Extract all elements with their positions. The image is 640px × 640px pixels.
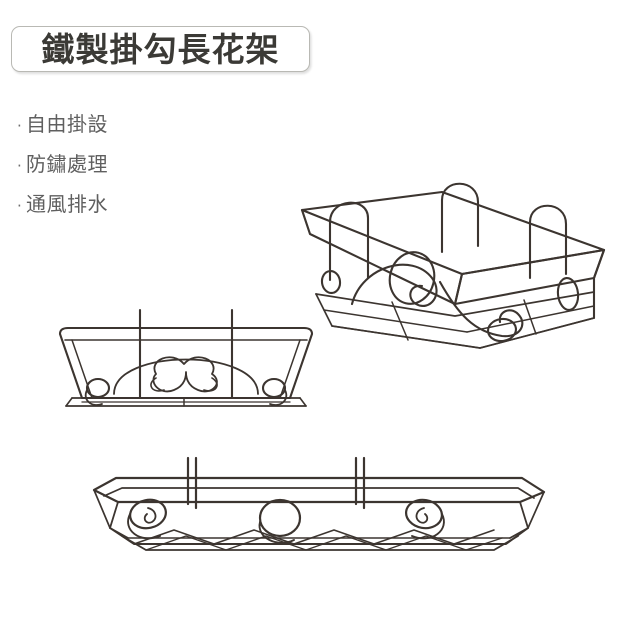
- bullet-dot-icon: ·: [17, 117, 22, 135]
- feature-label: 防鏽處理: [26, 152, 108, 176]
- feature-list: · 自由掛設 · 防鏽處理 · 通風排水: [17, 108, 217, 228]
- product-title-badge: 鐵製掛勾長花架: [11, 26, 310, 72]
- list-item: · 通風排水: [17, 188, 217, 228]
- feature-label: 通風排水: [26, 192, 108, 216]
- bullet-dot-icon: ·: [17, 197, 22, 215]
- list-item: · 自由掛設: [17, 108, 217, 148]
- list-item: · 防鏽處理: [17, 148, 217, 188]
- product-photo-three-quarter-view: [292, 182, 612, 352]
- product-photo-front-view: [52, 302, 320, 424]
- page-title: 鐵製掛勾長花架: [41, 29, 280, 69]
- bullet-dot-icon: ·: [17, 157, 22, 175]
- feature-label: 自由掛設: [26, 112, 108, 136]
- product-photo-low-angle-view: [88, 452, 550, 580]
